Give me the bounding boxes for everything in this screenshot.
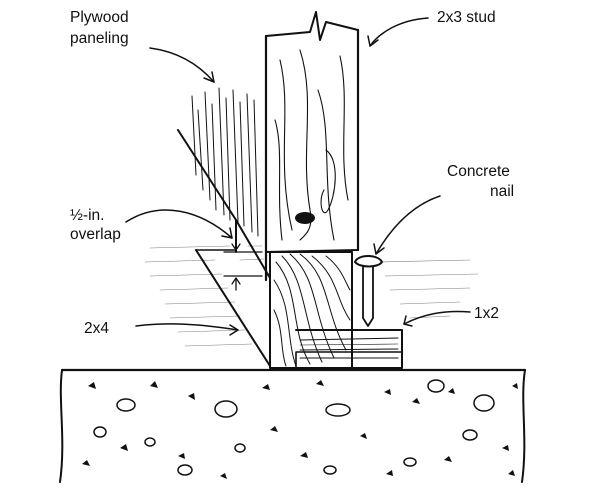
concrete-label-line1: Concrete	[447, 163, 510, 180]
plywood-label-line2: paneling	[70, 30, 129, 47]
concrete-nail	[354, 255, 383, 327]
one-by-two-leader-arrowhead	[403, 315, 413, 327]
plate-2x4	[269, 251, 353, 369]
aggregate-chips	[82, 380, 518, 479]
overlap-leader	[125, 209, 233, 239]
stud-2x3	[264, 11, 360, 282]
aggregate-stones	[93, 379, 495, 476]
concrete-slab	[59, 368, 527, 483]
overlap-label-line1: ½-in.	[70, 207, 104, 224]
two-by-four-label: 2x4	[84, 320, 109, 337]
stud-leader	[369, 17, 429, 47]
two-by-four-leader-arrowhead	[229, 324, 239, 336]
one-by-two-label: 1x2	[474, 305, 499, 322]
stud-leader-arrowhead	[367, 35, 379, 47]
leader-arrows	[125, 17, 471, 336]
overlap-leader-arrowhead	[221, 227, 233, 239]
plywood-leader	[149, 47, 215, 83]
concrete-label-line2: nail	[490, 183, 514, 200]
nail-leader	[375, 195, 441, 255]
strip-1x2	[295, 329, 403, 369]
nail-leader-arrowhead	[373, 243, 385, 255]
overlap-label-line2: overlap	[70, 226, 121, 243]
plywood-label-line1: Plywood	[70, 9, 129, 26]
stud-label: 2x3 stud	[437, 9, 496, 26]
plywood-leader-arrowhead	[203, 71, 215, 83]
plywood-paneling	[177, 87, 271, 279]
angled-2x4	[195, 249, 271, 367]
overlap-dimension	[223, 237, 263, 291]
one-by-two-leader	[403, 310, 471, 325]
stud-knot	[295, 212, 315, 224]
two-by-four-leader	[135, 323, 239, 331]
